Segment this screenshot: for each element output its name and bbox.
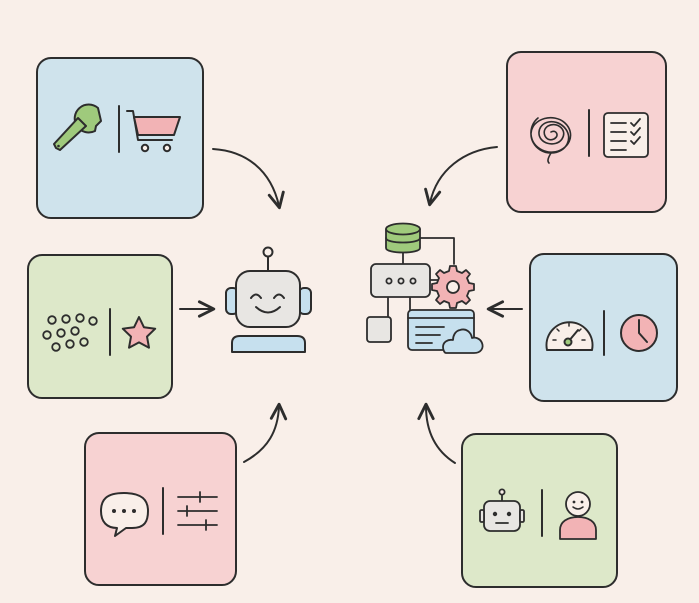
- robot-body: [231, 335, 306, 353]
- system-architecture: [366, 222, 484, 354]
- card-background: [506, 51, 667, 213]
- robot-eye-right: [273, 293, 285, 299]
- card-background: [27, 254, 173, 399]
- server-icon: [370, 263, 431, 298]
- card-tools-commerce: [36, 57, 204, 219]
- card-background: [461, 433, 618, 588]
- checklist-icon: [603, 112, 649, 158]
- robot-eye-left: [250, 293, 262, 299]
- speech-bubble-icon: [100, 492, 149, 537]
- arrow-chat-to-robot: [243, 402, 288, 463]
- card-chat-settings: [84, 432, 237, 586]
- antenna-tip: [262, 246, 274, 258]
- dot-cluster-icon: [42, 313, 98, 352]
- cloud-icon: [442, 328, 484, 354]
- small-box-icon: [366, 316, 392, 343]
- arrow-bot-human-to-architecture: [417, 402, 456, 464]
- gear-icon: [431, 265, 475, 309]
- sliders-icon: [177, 491, 218, 531]
- card-bot-human: [461, 433, 618, 588]
- star-icon: [121, 316, 157, 349]
- robot-head-icon: [479, 488, 525, 532]
- arrow-tools-to-robot: [212, 148, 285, 210]
- tangled-scribble-icon: [530, 116, 572, 164]
- card-clusters-favorites: [27, 254, 173, 399]
- robot-smile: [255, 306, 281, 314]
- database-icon: [385, 222, 421, 254]
- wrench-icon: [53, 103, 102, 151]
- arrow-chaos-to-architecture: [424, 146, 498, 207]
- clock-icon: [620, 314, 658, 352]
- card-chaos-checklist: [506, 51, 667, 213]
- robot-head: [235, 270, 301, 328]
- person-icon: [559, 491, 597, 540]
- speedometer-icon: [545, 321, 594, 351]
- card-background: [84, 432, 237, 586]
- robot-agent: [225, 246, 312, 353]
- shopping-cart-icon: [126, 110, 181, 153]
- card-speed-time: [529, 253, 678, 402]
